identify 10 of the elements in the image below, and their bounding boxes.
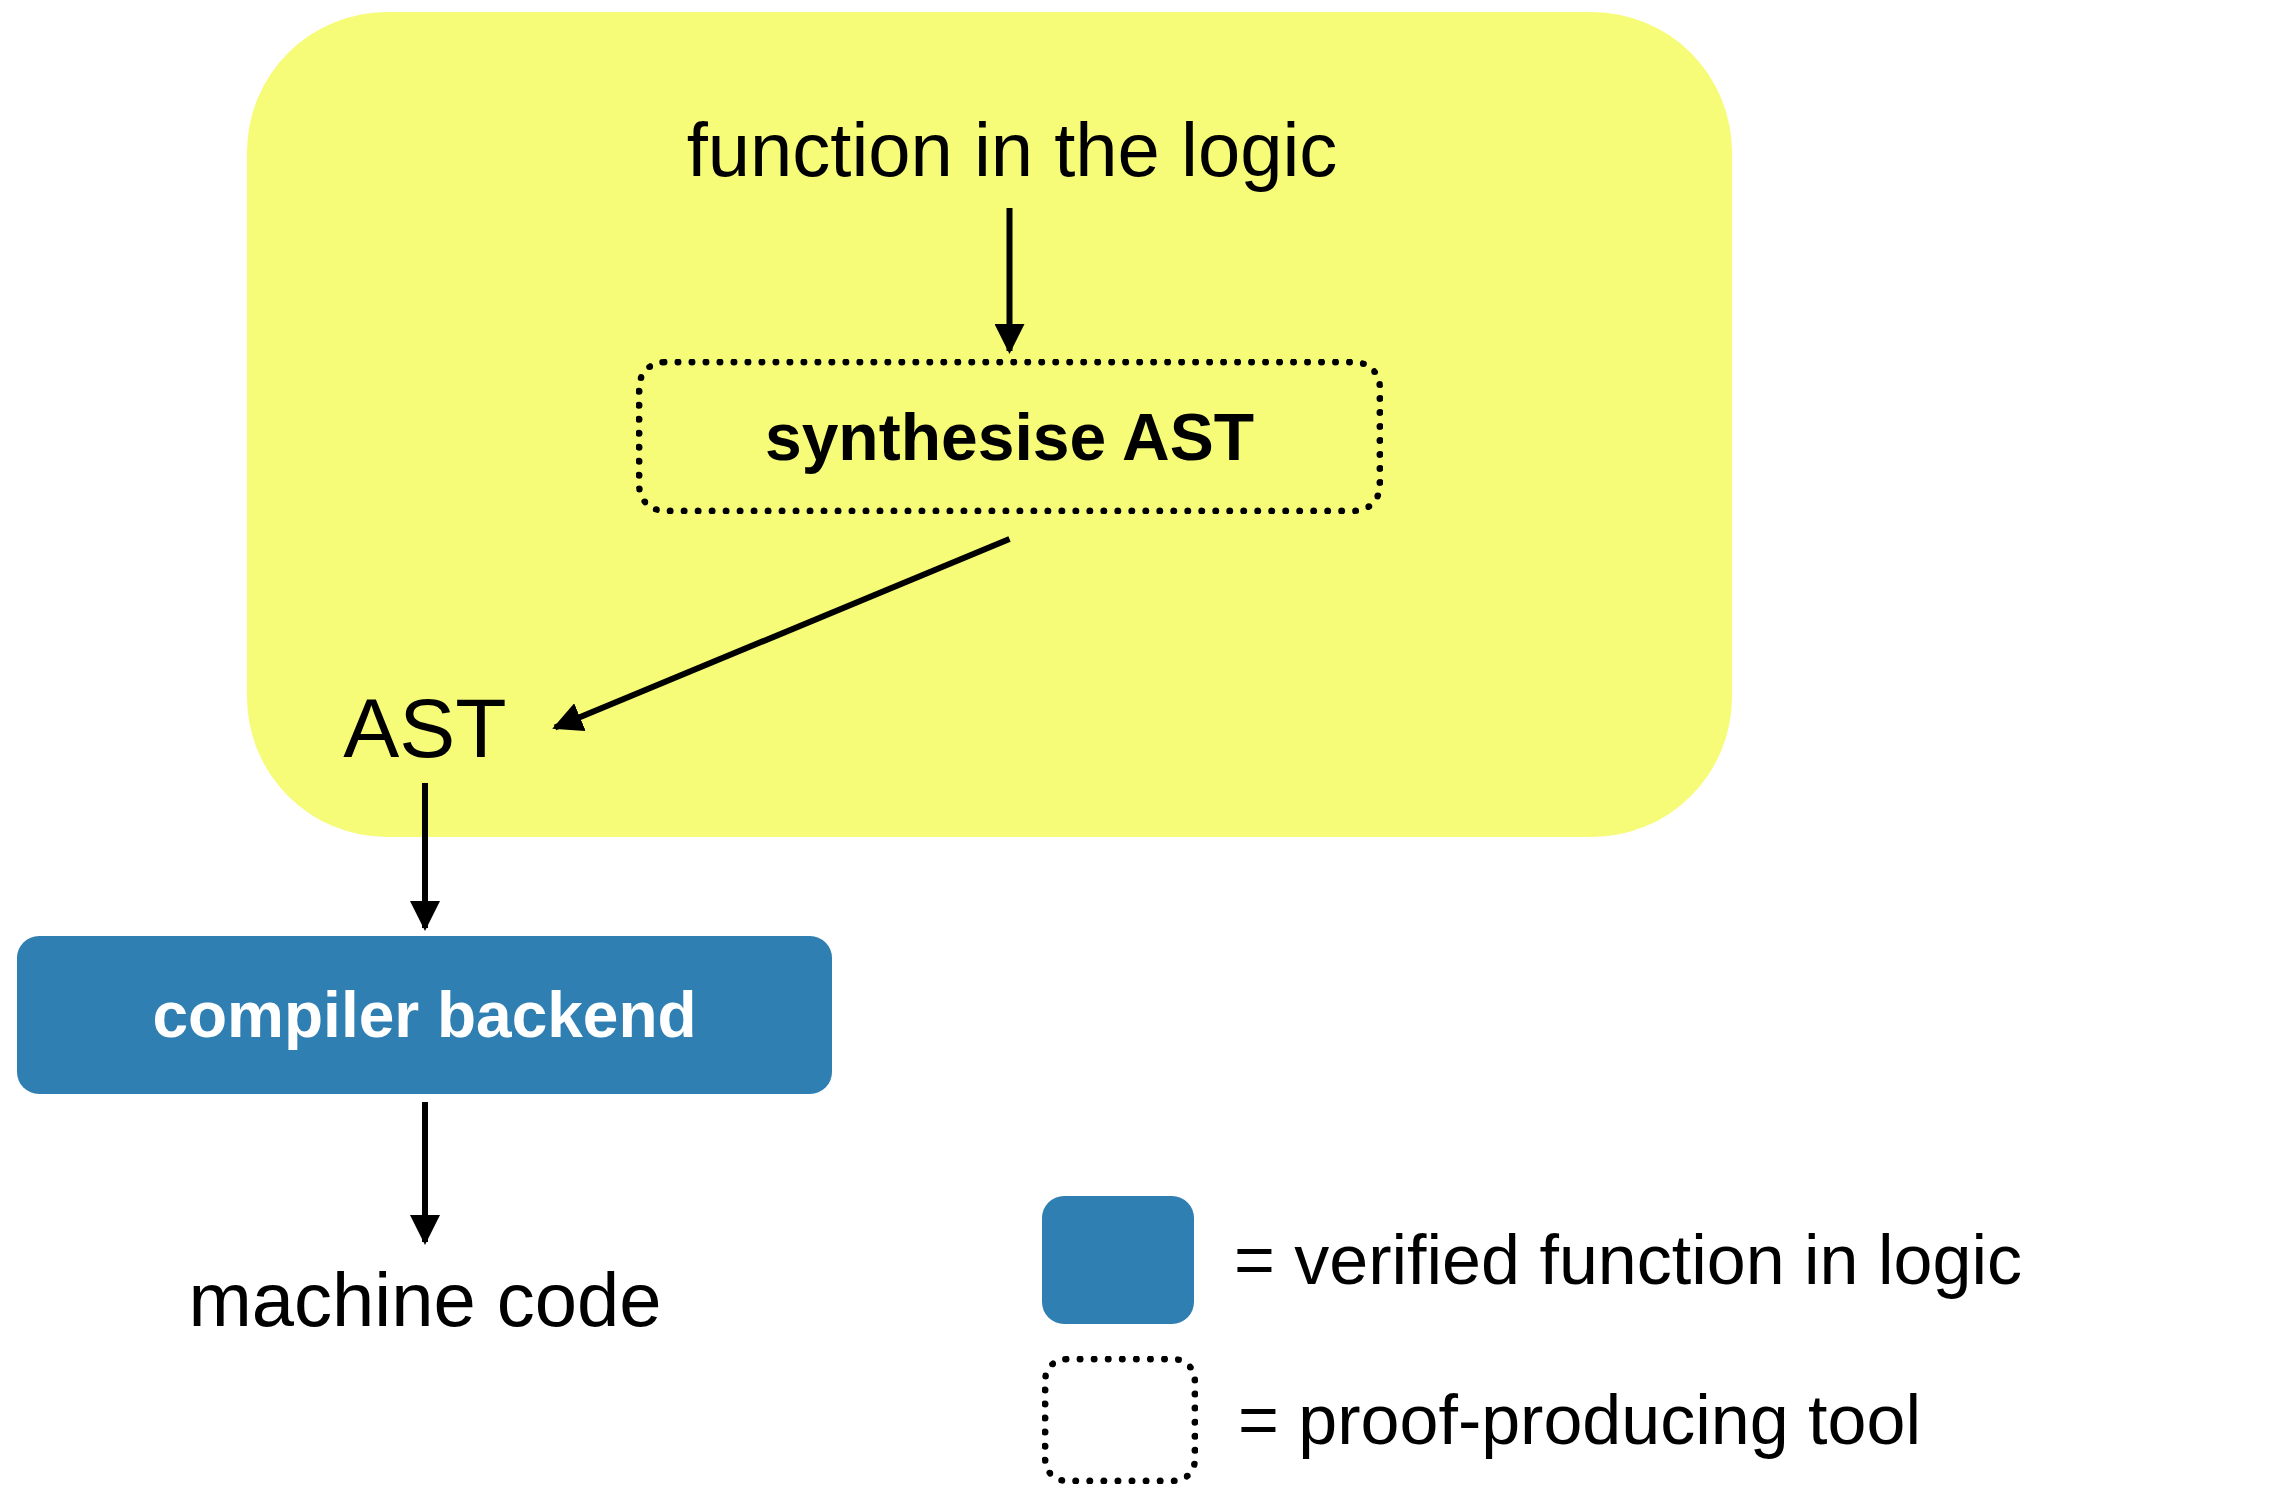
flow-label: machine code <box>180 1250 670 1350</box>
flow-label: function in the logic <box>612 100 1412 200</box>
arrow <box>552 536 1011 731</box>
flow-label: AST <box>315 680 535 775</box>
arrow <box>410 783 440 931</box>
arrow <box>410 1102 440 1245</box>
process-box <box>17 936 832 1094</box>
arrow <box>994 208 1025 354</box>
highlight-region <box>247 12 1732 837</box>
tool-box <box>636 359 1383 514</box>
